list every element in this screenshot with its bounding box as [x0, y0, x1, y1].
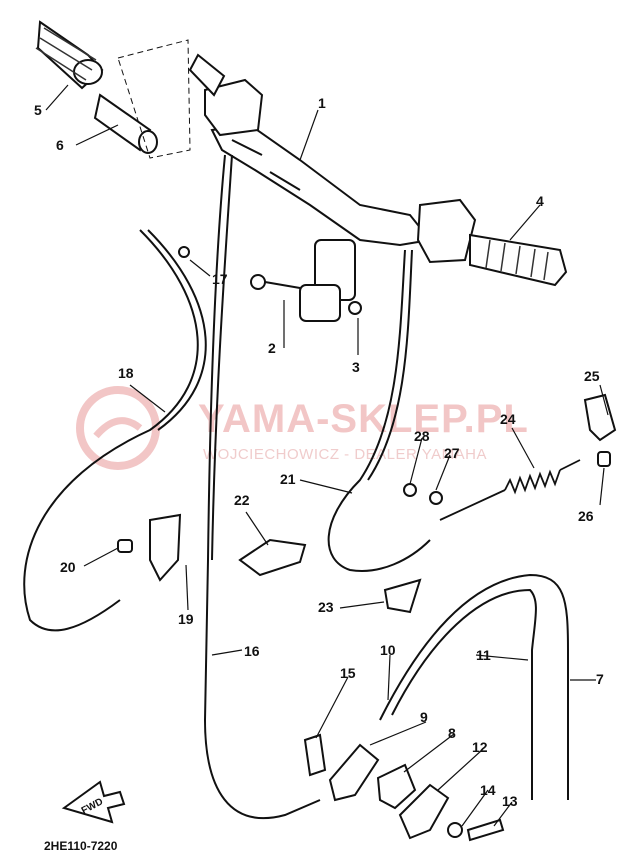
- cable-18: [23, 229, 199, 632]
- watermark-sub: WOJCIECHOWICZ - DEALER YAMAHA: [203, 446, 487, 463]
- callout-13: 13: [502, 793, 518, 809]
- callout-7: 7: [596, 671, 604, 687]
- cable-7: [379, 573, 569, 800]
- callout-15: 15: [340, 665, 356, 681]
- callout-2: 2: [268, 340, 276, 356]
- callout-1: 1: [318, 95, 326, 111]
- callouts: 5 6 1 4 17 2 3 18 25 24 28 27 21 22 26 2…: [34, 95, 604, 809]
- part-13: [466, 818, 505, 842]
- callout-14: 14: [480, 782, 496, 798]
- diagram-code: 2HE110-7220: [44, 839, 118, 853]
- reference-box: [117, 39, 191, 159]
- clamp-lower: [299, 284, 341, 322]
- callout-10: 10: [380, 642, 396, 658]
- cable-16-inner: [211, 154, 233, 561]
- callout-21: 21: [280, 471, 296, 487]
- callout-25: 25: [584, 368, 600, 384]
- left-grip: [35, 20, 104, 90]
- throttle-tube: [93, 53, 226, 154]
- fwd-arrow-shape: [61, 780, 126, 824]
- watermark-main: YAMA-SKLEP.PL: [198, 397, 529, 441]
- part-19-lever: [149, 513, 182, 582]
- part-8: [376, 763, 417, 810]
- callout-23: 23: [318, 599, 334, 615]
- callout-4: 4: [536, 193, 544, 209]
- part-12: [398, 783, 450, 840]
- cable-18-inner: [147, 229, 207, 431]
- left-switch-housing: [204, 78, 264, 137]
- callout-3: 3: [352, 359, 360, 375]
- part-3: [348, 301, 362, 315]
- part-17: [178, 246, 190, 258]
- watermark: YAMA-SKLEP.PL WOJCIECHOWICZ - DEALER YAM…: [76, 386, 529, 470]
- callout-27: 27: [444, 445, 460, 461]
- part-2-shaft: [264, 281, 301, 289]
- callout-28: 28: [414, 428, 430, 444]
- part-25-lever: [583, 393, 617, 442]
- callout-6: 6: [56, 137, 64, 153]
- handlebar-body: [210, 123, 432, 247]
- callout-12: 12: [472, 739, 488, 755]
- callout-19: 19: [178, 611, 194, 627]
- part-2-head: [250, 274, 266, 290]
- cable-21: [327, 249, 431, 572]
- callout-20: 20: [60, 559, 76, 575]
- callout-5: 5: [34, 102, 42, 118]
- handlebar-ribs: [231, 139, 301, 191]
- part-9: [328, 743, 380, 802]
- callout-22: 22: [234, 492, 250, 508]
- part-15: [303, 733, 327, 777]
- part-28: [403, 483, 417, 497]
- part-26: [597, 451, 611, 467]
- right-grip: [416, 198, 568, 287]
- callout-18: 18: [118, 365, 134, 381]
- leader-lines: [45, 84, 609, 827]
- fwd-arrow: FWD: [61, 780, 126, 824]
- part-23: [383, 578, 422, 614]
- cables: [23, 154, 569, 820]
- handlebar: [204, 78, 432, 322]
- callout-9: 9: [420, 709, 428, 725]
- part-20: [117, 539, 133, 553]
- part-22: [238, 538, 307, 577]
- callout-8: 8: [448, 725, 456, 741]
- cable-11: [391, 588, 537, 800]
- part-27: [429, 491, 443, 505]
- cable-16: [203, 154, 321, 820]
- callout-11: 11: [476, 647, 491, 663]
- callout-17: 17: [212, 271, 228, 287]
- cable-21-inner: [367, 249, 413, 481]
- small-parts: [117, 246, 617, 842]
- spring: [439, 459, 581, 521]
- callout-24: 24: [500, 411, 516, 427]
- watermark-logo: [76, 386, 160, 470]
- callout-16: 16: [244, 643, 260, 659]
- watermark-logo-swoosh: [93, 417, 143, 439]
- callout-26: 26: [578, 508, 594, 524]
- part-14: [447, 822, 463, 838]
